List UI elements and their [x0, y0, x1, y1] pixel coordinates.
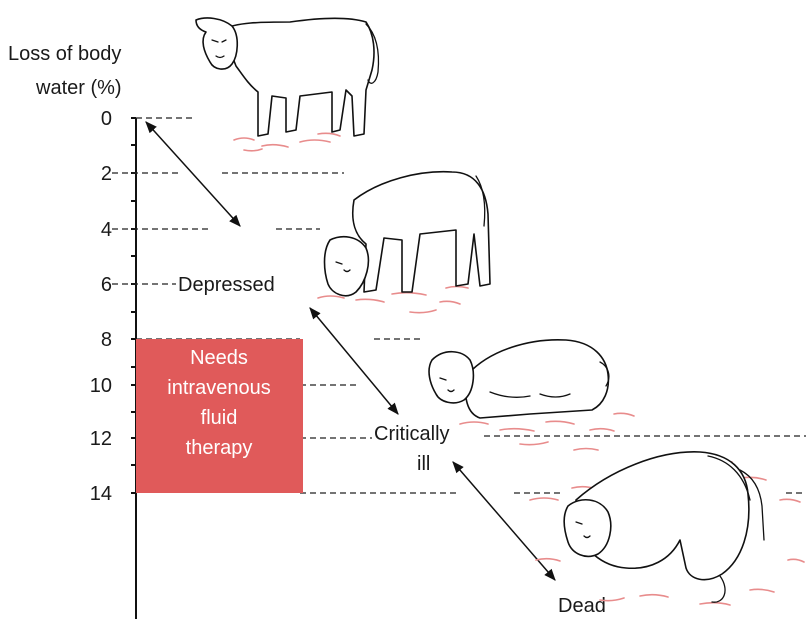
- tick-label-6: 6: [101, 274, 112, 296]
- arrow-depressed-to-critical: [310, 308, 398, 414]
- stage-depressed: Depressed: [178, 274, 275, 296]
- depressed-calf-icon: [318, 172, 490, 313]
- tick-label-14: 14: [90, 483, 112, 505]
- stage-dead: Dead: [558, 595, 606, 617]
- therapy-line3: fluid: [201, 407, 238, 429]
- tick-label-4: 4: [101, 219, 112, 241]
- therapy-line4: therapy: [186, 437, 253, 459]
- axis-title-line1: Loss of body: [8, 43, 121, 65]
- axis-title-line2: water (%): [35, 77, 122, 99]
- stage-critically-ill-line1: Critically: [374, 423, 450, 445]
- tick-label-2: 2: [101, 163, 112, 185]
- tick-label-8: 8: [101, 329, 112, 351]
- therapy-line2: intravenous: [167, 377, 270, 399]
- arrow-normal-to-depressed: [146, 122, 240, 226]
- dead-calf-icon: [530, 452, 804, 605]
- standing-calf-icon: [196, 18, 379, 151]
- arrow-critical-to-dead: [453, 462, 555, 580]
- y-axis-ticks: 0 2 4 6 8 10 12 14: [90, 108, 136, 505]
- lying-calf-icon: [429, 340, 634, 450]
- tick-label-0: 0: [101, 108, 112, 130]
- stage-critically-ill-line2: ill: [417, 453, 430, 475]
- tick-label-10: 10: [90, 375, 112, 397]
- tick-label-12: 12: [90, 428, 112, 450]
- therapy-line1: Needs: [190, 347, 248, 369]
